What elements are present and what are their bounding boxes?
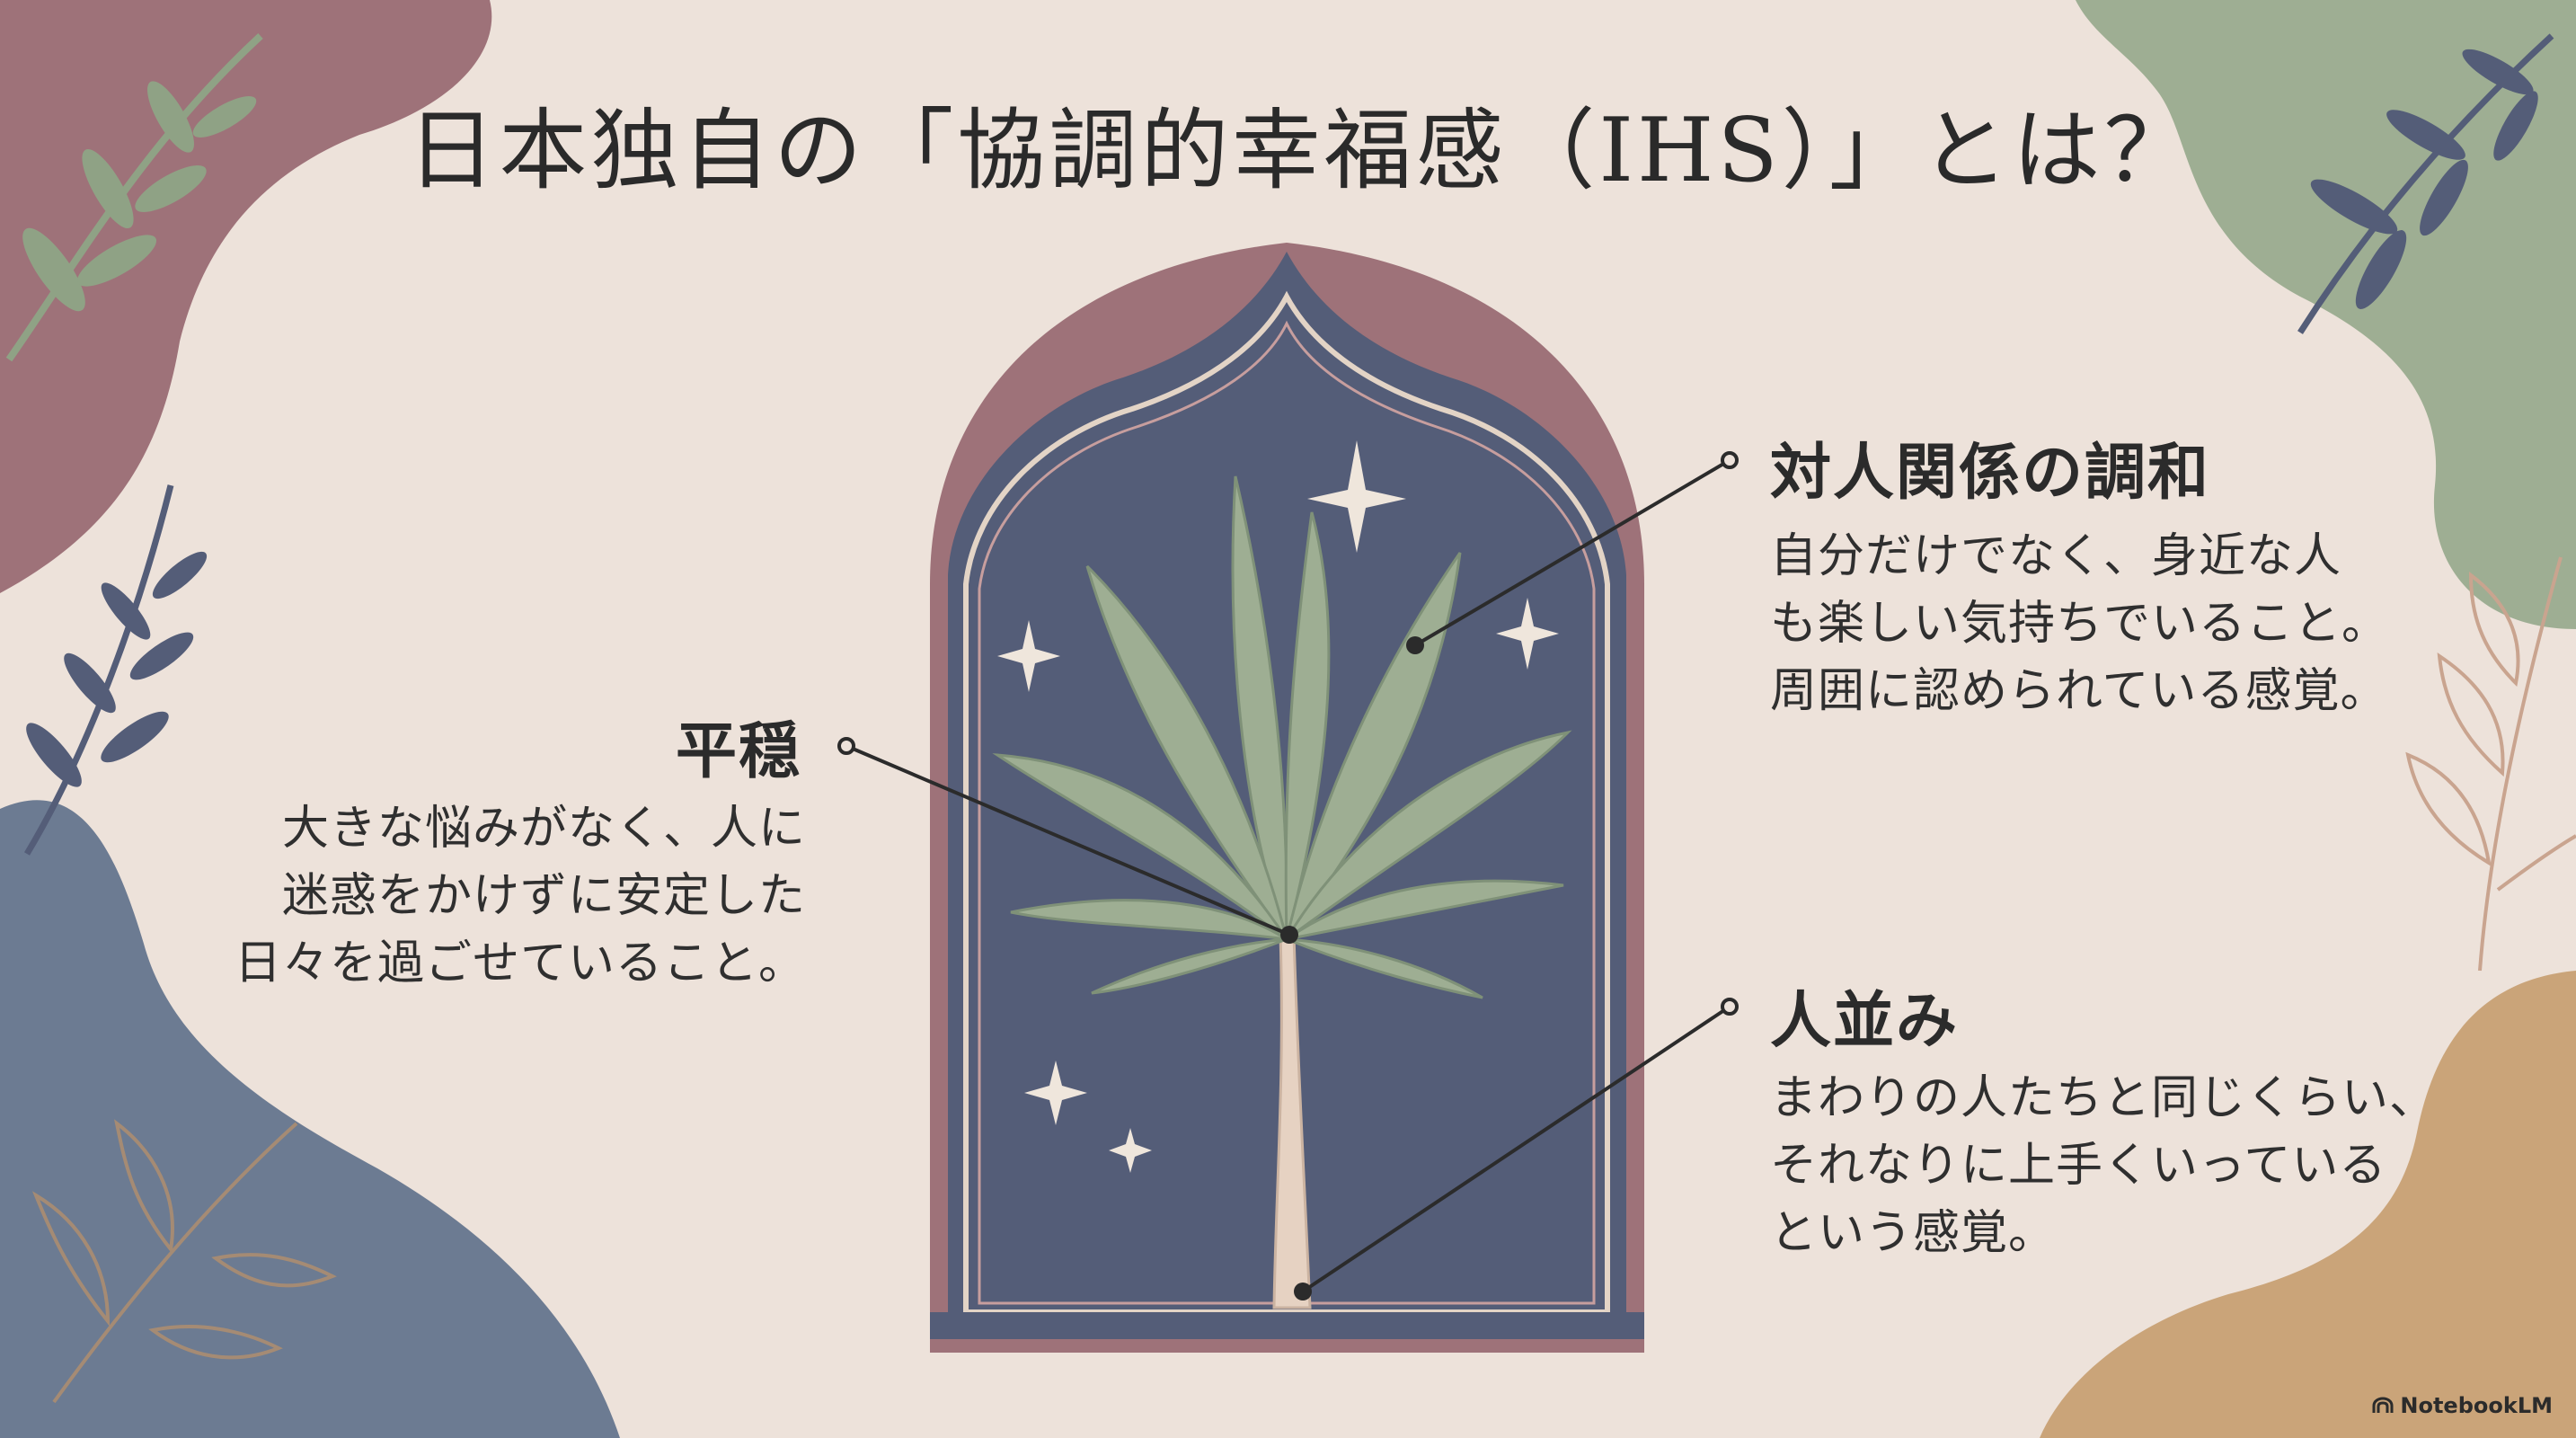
callout-body-average: まわりの人たちと同じくらい、 それなりに上手くいっている という感覚。 [1770,1071,2438,1260]
leader-line-relations [1406,451,1739,654]
blob-bottom-right [2040,971,2576,1438]
callout-body-relations: 自分だけでなく、身近な人 も楽しい気持ちでいること。 周囲に認められている感覚。 [1770,529,2390,718]
blob-top-left [0,0,492,593]
brand-watermark: NotebookLM [2371,1393,2553,1418]
callout-heading-average: 人並み [1770,986,1960,1057]
leader-line-peace [837,737,1298,944]
brand-label: NotebookLM [2400,1393,2553,1418]
notebooklm-logo-icon [2372,1397,2394,1413]
callout-heading-peace: 平穏 [675,716,801,787]
sparkle-icon [997,440,1559,1173]
leaf-sprig-icon [5,33,263,362]
page-title: 日本独自の「協調的幸福感（IHS）」とは？ [407,100,2196,202]
leaf-sprig-icon [2297,33,2554,334]
leaf-sprig-icon [2405,556,2576,972]
leader-line-average [1294,998,1739,1300]
callout-heading-relations: 対人関係の調和 [1770,438,2211,509]
leaf-sprig-icon [31,1119,337,1404]
blob-bottom-left [0,800,620,1438]
callout-body-peace: 大きな悩みがなく、人に 迷惑をかけずに安定した 日々を過ごせていること。 [234,802,806,990]
leaf-sprig-icon [23,484,208,856]
